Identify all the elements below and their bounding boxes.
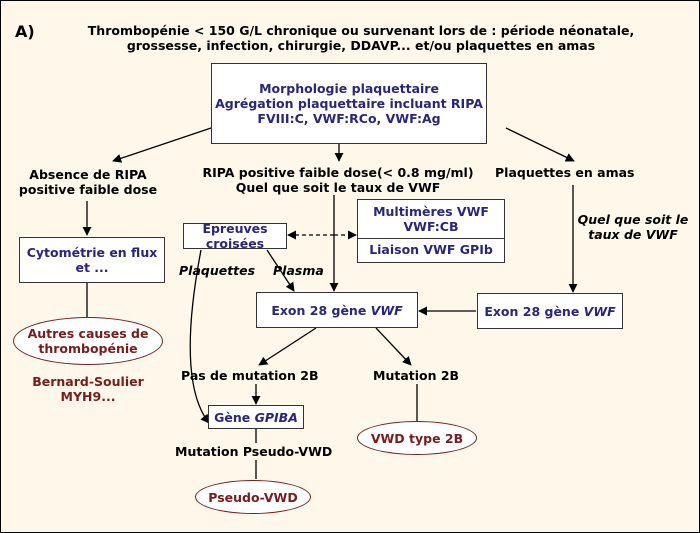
pseudo-vwd-oval: Pseudo-VWD [195,480,311,514]
epreuves-croisees-box: Epreuves croisées [183,221,287,251]
autres-causes-line-1: Autres causes de [27,326,149,341]
right-branch-label: Plaquettes en amas [495,165,635,180]
autres-causes-line-2: thrombopénie [38,341,138,356]
cytometrie-box: Cytométrie en flux et ... [19,237,165,283]
bernard-line-2: MYH9... [60,389,116,404]
header-line-2: grossesse, infection, chirurgie, DDAVP..… [126,38,596,53]
mutation-2b-label: Mutation 2B [373,368,460,383]
left-branch-line-1: Absence de RIPA [29,167,147,182]
arrow-top-to-left [112,127,212,163]
bernard-soulier-text: Bernard-Soulier MYH9... [13,374,163,404]
exon-center-text: Exon 28 gène VWF [271,303,402,318]
multimeres-box: Multimères VWF VWF:CB Liaison VWF GPIb [357,199,505,263]
morphologie-line-1: Morphologie plaquettaire [259,81,439,96]
exon-center-prefix: Exon 28 gène [271,302,371,318]
multimeres-divider [358,238,504,239]
multimeres-line-3: Liaison VWF GPIb [369,242,493,257]
multimeres-line-2: VWF:CB [403,219,459,234]
gpiba-gene: GPIBA [254,409,298,425]
exon-right-box: Exon 28 gène VWF [477,293,623,329]
morphologie-box: Morphologie plaquettaire Agrégation plaq… [211,63,487,144]
plaquettes-label: Plaquettes [179,263,256,278]
arrow-top-to-right [505,127,575,162]
morphologie-line-2: Agrégation plaquettaire incluant RIPA [215,96,483,111]
left-branch-label: Absence de RIPA positive faible dose [13,167,163,197]
vwd-type-2b-oval: VWD type 2B [357,421,477,455]
gpiba-box: Gène GPIBA [208,405,304,429]
panel-label: A) [15,22,35,41]
header-line-1: Thrombopénie < 150 G/L chronique ou surv… [87,23,635,38]
bernard-line-1: Bernard-Soulier [32,374,144,389]
header-text: Thrombopénie < 150 G/L chronique ou surv… [41,23,681,53]
arrow-exon-to-pas-mutation [258,327,317,366]
right-note-line-1: Quel que soit le [577,212,689,227]
cytometrie-line-1: Cytométrie en flux [26,245,158,260]
right-note-line-2: taux de VWF [588,227,678,242]
autres-causes-oval: Autres causes de thrombopénie [13,317,163,365]
left-branch-line-2: positive faible dose [18,182,158,197]
exon-right-gene: VWF [583,303,616,319]
center-branch-line-2: Quel que soit le taux de VWF [235,180,441,195]
exon-right-prefix: Exon 28 gène [484,303,584,319]
mutation-pseudo-vwd-label: Mutation Pseudo-VWD [175,444,333,459]
exon-center-gene: VWF [370,302,403,318]
multimeres-line-1: Multimères VWF [373,204,489,219]
morphologie-line-3: FVIII:C, VWF:RCo, VWF:Ag [257,111,441,126]
gpiba-prefix: Gène [214,409,255,425]
arrow-exon-to-mutation-2b [375,327,412,366]
exon-right-text: Exon 28 gène VWF [484,304,615,319]
pas-de-mutation-label: Pas de mutation 2B [181,368,319,383]
arrow-plasma-to-exon [266,249,295,292]
plasma-label: Plasma [273,263,324,278]
exon-center-box: Exon 28 gène VWF [256,292,418,328]
gpiba-text: Gène GPIBA [214,410,298,425]
right-branch-note: Quel que soit le taux de VWF [575,212,691,242]
arrow-plaquettes-to-gpiba [189,249,210,424]
center-branch-line-1: RIPA positive faible dose(< 0.8 mg/ml) [202,165,474,180]
cytometrie-line-2: et ... [75,260,109,275]
center-branch-label: RIPA positive faible dose(< 0.8 mg/ml) Q… [193,165,483,195]
